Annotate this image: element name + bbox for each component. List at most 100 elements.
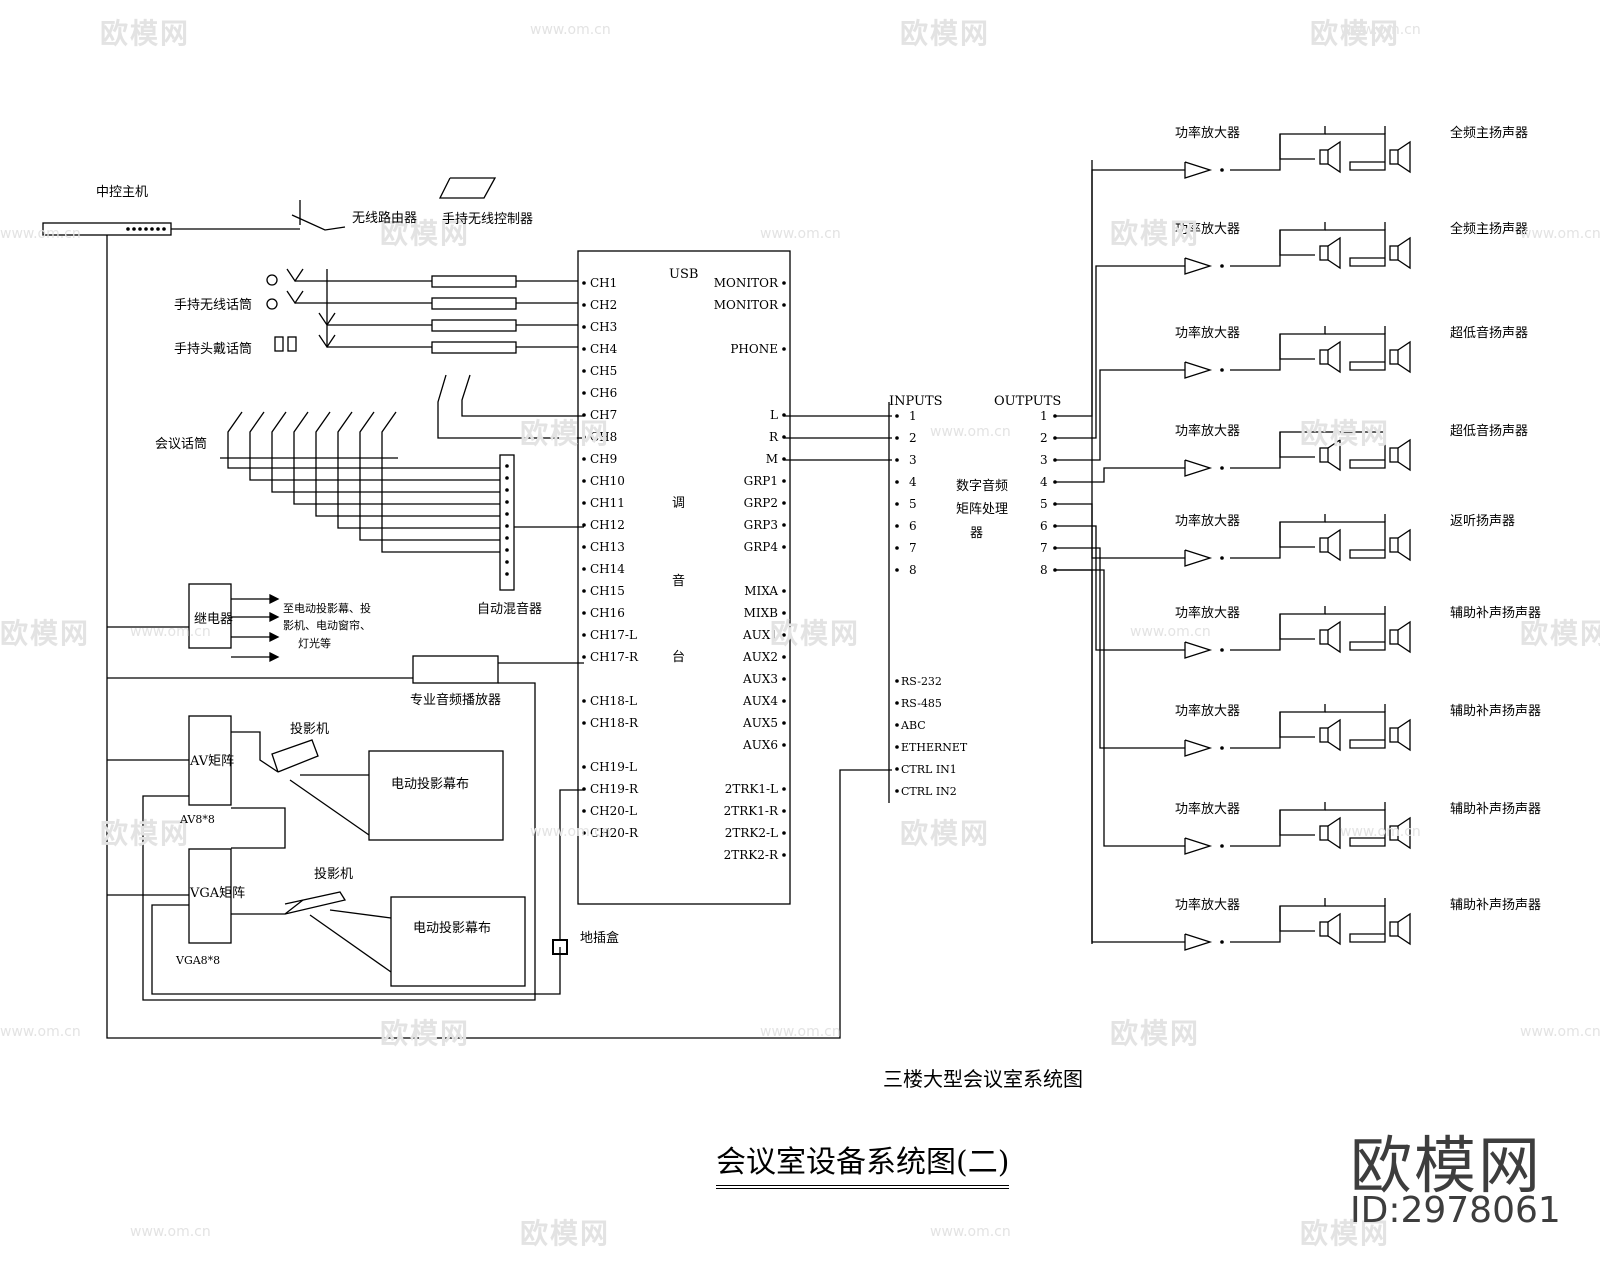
dsp-input-dot [895, 436, 899, 440]
speaker-cone-1 [1327, 140, 1341, 174]
amp-label: 功率放大器 [1175, 897, 1240, 913]
av-matrix-label: AV矩阵 [190, 754, 235, 769]
dsp-input-number: 3 [909, 453, 917, 467]
mixer-output-dot [782, 743, 786, 747]
av-vga-link [231, 807, 286, 849]
dsp-input-number: 1 [909, 409, 917, 423]
screen1 [368, 750, 504, 841]
mixer-input-dot [582, 325, 586, 329]
amp-label: 功率放大器 [1175, 801, 1240, 817]
watermark-url: www.om.cn [530, 824, 611, 840]
conference-mic [381, 411, 397, 458]
dsp-output-number: 4 [1040, 475, 1048, 489]
watermark-brand: 欧模网 [1300, 1217, 1391, 1250]
speaker-cone-2 [1397, 140, 1411, 174]
watermark-brand: 欧模网 [900, 817, 991, 850]
mixer-output-label: GRP2 [744, 496, 778, 510]
headset-mic-label: 手持头戴话筒 [174, 342, 253, 357]
amplifier-triangle [1184, 739, 1213, 757]
mixer-output-dot [782, 699, 786, 703]
dsp-input-number: 6 [909, 519, 917, 533]
dsp-input-dot [895, 480, 899, 484]
wireless-receiver [431, 341, 517, 354]
watermark-url: www.om.cn [1340, 824, 1421, 840]
speaker-driver-2 [1389, 537, 1399, 553]
mixer-output-label: AUX1 [742, 628, 778, 642]
mixer-output-label: 2TRK2-R [724, 848, 779, 862]
mixer-input-label: CH5 [590, 364, 617, 378]
speaker-wire [1325, 905, 1386, 943]
mixer-input-label: CH1 [590, 276, 617, 290]
speaker-driver-2 [1389, 447, 1399, 463]
speaker-driver-2 [1389, 921, 1399, 937]
screen1-label: 电动投影幕布 [391, 777, 470, 792]
watermark-brand: 欧模网 [380, 217, 471, 250]
watermark-url: www.om.cn [1130, 624, 1211, 640]
conference-mic [271, 411, 287, 458]
conference-mic [249, 411, 265, 458]
dsp-input-number: 4 [909, 475, 917, 489]
mixer-input-label: CH19-R [590, 782, 639, 796]
mixer-name-3: 台 [672, 650, 686, 665]
mixer-output-dot [782, 523, 786, 527]
speaker-driver-2 [1389, 245, 1399, 261]
speaker-cone-2 [1397, 438, 1411, 472]
watermark-brand: 欧模网 [0, 617, 91, 650]
mixer-output-label: M [766, 452, 778, 466]
mixer-input-label: CH4 [590, 342, 618, 356]
host-control-wire [106, 235, 892, 1039]
watermark-brand: 欧模网 [100, 17, 191, 50]
amp-label: 功率放大器 [1175, 221, 1240, 237]
projector1-beam [289, 779, 370, 836]
watermark-brand: 欧模网 [520, 1217, 611, 1250]
watermark-url: www.om.cn [760, 226, 841, 242]
watermark-brand: 欧模网 [770, 617, 861, 650]
host-led [144, 227, 148, 231]
router-label: 无线路由器 [352, 211, 418, 226]
floor-box-wire [151, 904, 561, 995]
speaker-driver-1 [1319, 825, 1329, 841]
mixer-input-label: CH17-R [590, 650, 639, 664]
mixer-console [577, 250, 791, 905]
dsp-port-dot [895, 723, 899, 727]
mixer-input-label: CH20-R [590, 826, 639, 840]
speaker-label: 辅助补声扬声器 [1450, 802, 1541, 817]
main-title: 会议室设备系统图(二) [716, 1137, 1010, 1189]
amp-to-speaker-wire [1230, 606, 1326, 651]
speaker-wire [1325, 133, 1386, 171]
amplifier-triangle [1184, 837, 1213, 855]
handheld-mic-icon [266, 298, 278, 310]
amp-label: 功率放大器 [1175, 703, 1240, 719]
handheld-mic-label: 手持无线话筒 [174, 298, 253, 313]
speaker-label: 辅助补声扬声器 [1450, 898, 1541, 913]
watermark-url: www.om.cn [0, 226, 81, 242]
amp-to-speaker-wire [1230, 126, 1326, 171]
watermark-brand: 欧模网 [1300, 417, 1391, 450]
speaker-driver-1 [1319, 149, 1329, 165]
amp-out-dot [1220, 168, 1224, 172]
amp-out-dot [1220, 844, 1224, 848]
mixer-input-dot [582, 391, 586, 395]
projector2-label: 投影机 [314, 867, 354, 882]
speaker-cone-2 [1397, 718, 1411, 752]
mixer-output-label: MONITOR [714, 298, 779, 312]
speaker-wire [1325, 431, 1386, 469]
conference-mic-wire [337, 458, 500, 529]
dsp-to-amp-wire [1055, 467, 1185, 483]
speaker-label: 辅助补声扬声器 [1450, 704, 1541, 719]
watermark-url: www.om.cn [130, 624, 211, 640]
speaker-wire [1279, 614, 1315, 640]
speaker-driver-1 [1319, 727, 1329, 743]
vga-matrix-label: VGA矩阵 [190, 886, 246, 901]
amp-out-dot [1220, 466, 1224, 470]
mixer-input-label: CH18-R [590, 716, 639, 730]
watermark-url: www.om.cn [130, 1224, 211, 1240]
brand-logo: 欧模网 [1350, 1129, 1543, 1202]
dsp-output-number: 5 [1040, 497, 1048, 511]
conference-mic-wire [227, 458, 500, 469]
amplifier-triangle [1184, 933, 1213, 951]
relay-unit [188, 583, 232, 649]
floor-box-label: 地插盒 [580, 931, 620, 946]
mixer-output-dot [782, 479, 786, 483]
